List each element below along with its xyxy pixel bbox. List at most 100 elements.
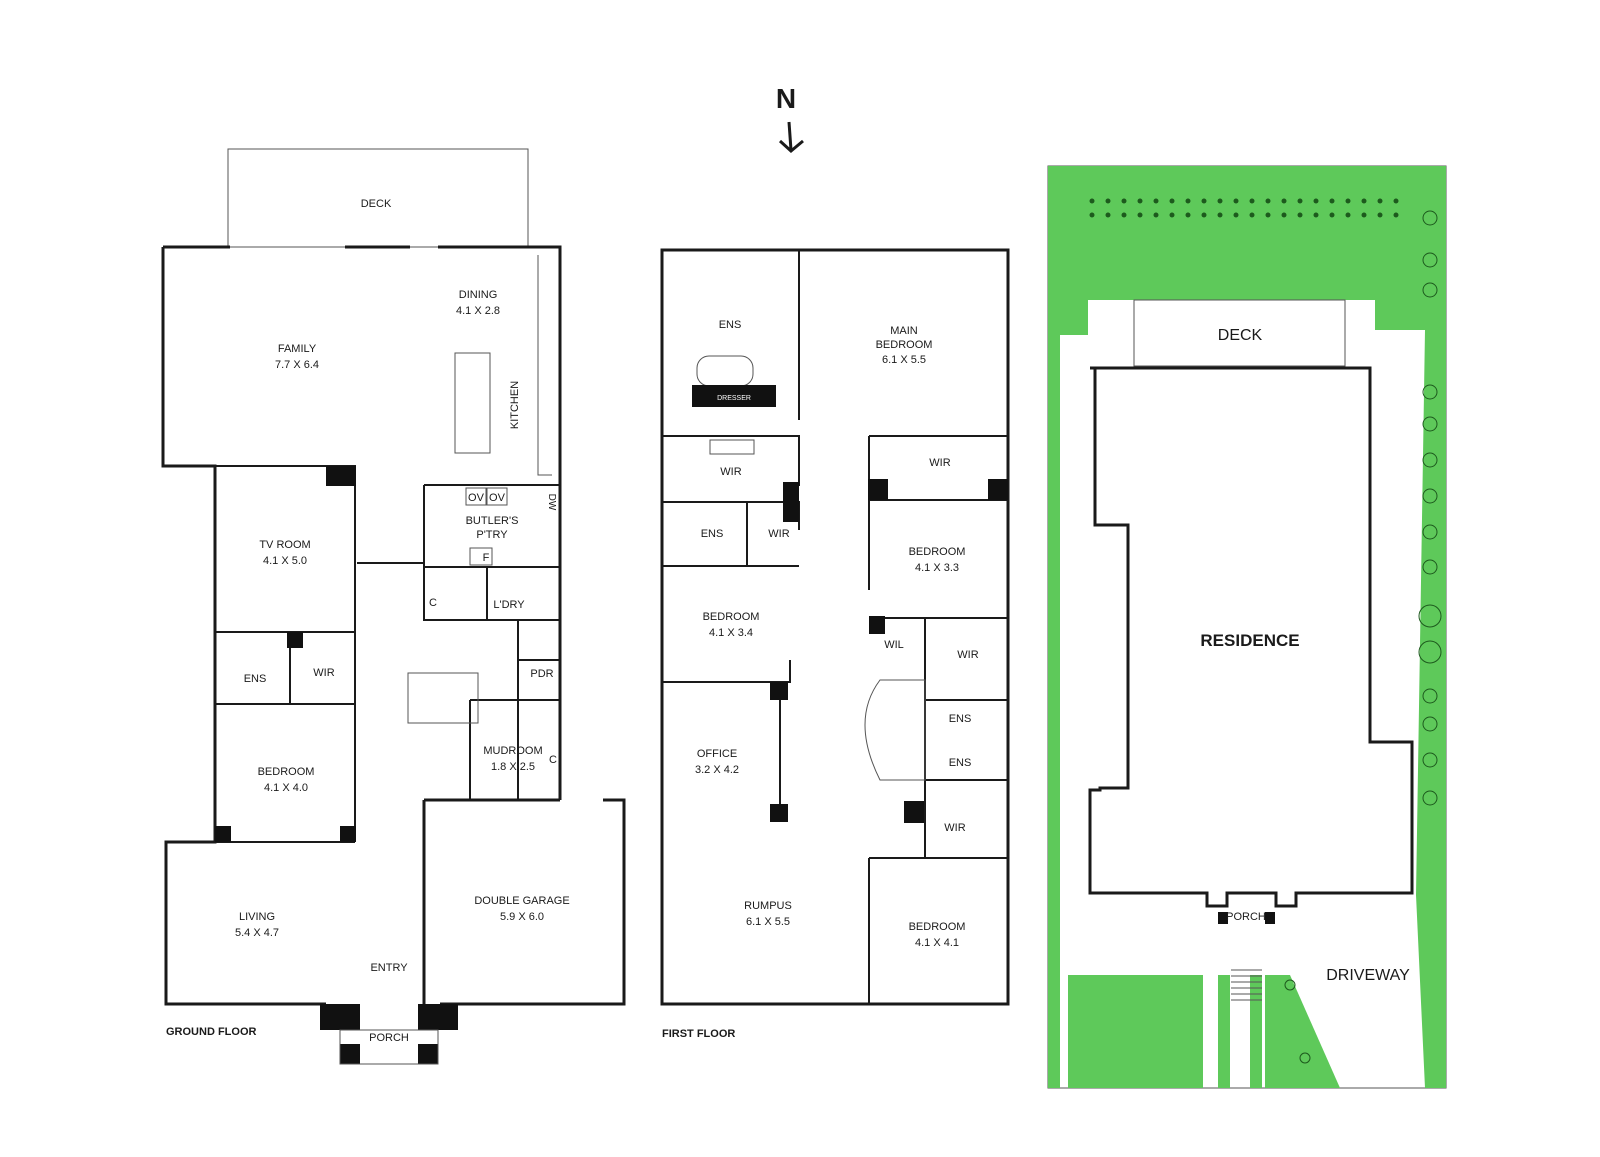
label-bedroom-2: BEDROOM [703,611,760,623]
pillar [287,632,303,648]
path-hedge-right [1250,975,1262,1088]
site-plan: DECK RESIDENCE PORCH DRIVEWAY [1047,165,1447,1089]
size-office: 3.2 X 4.2 [695,764,739,776]
label-wir-2: WIR [929,457,950,469]
size-bedroom-2: 4.1 X 3.4 [709,627,753,639]
pillar [418,1044,438,1064]
label-family: FAMILY [278,343,317,355]
pillar [1218,912,1228,924]
size-mudroom: 1.8 X 2.5 [491,761,535,773]
label-mudroom: MUDROOM [483,745,542,757]
label-cupboard-1: C [429,597,437,609]
pillar [988,479,1008,500]
first-outer-walls [660,248,1010,1006]
front-steps [1231,969,1262,1001]
pillar [770,682,788,700]
kitchen-bench [537,255,552,476]
tree-icon [1422,452,1438,468]
site-label-residence: RESIDENCE [1200,631,1299,650]
size-garage: 5.9 X 6.0 [500,911,544,923]
label-fridge: F [483,552,490,564]
size-main-bedroom: 6.1 X 5.5 [882,354,926,366]
north-arrow-icon [778,121,804,153]
tree-icon [1422,282,1438,298]
tree-icon [1299,1052,1311,1064]
shrub-row [1089,198,1399,218]
tree-icon [1422,559,1438,575]
site-label-deck: DECK [1218,327,1263,344]
tree-icon [1422,688,1438,704]
label-porch: PORCH [369,1032,409,1044]
label-laundry: L'DRY [493,599,525,611]
site-label-porch: PORCH [1226,911,1266,923]
label-butlers: BUTLER'S [466,515,519,527]
bench [709,439,755,455]
tree-icon [1422,488,1438,504]
label-entry: ENTRY [370,962,408,974]
pillar [340,826,356,842]
size-bedroom: 4.1 X 4.0 [264,782,308,794]
pillar [320,1004,360,1030]
tree-icon [1284,979,1296,991]
front-lawn-left [1068,975,1203,1088]
pillar [340,1044,360,1064]
garden-perimeter [1048,166,1446,1088]
first-floor-plan: ENS DRESSER MAIN BEDROOM 6.1 X 5.5 WIR W… [660,248,1010,1040]
tree-icon [1418,640,1442,664]
label-ens-1: ENS [719,319,742,331]
label-living: LIVING [239,911,275,923]
label-deck: DECK [361,198,392,210]
dresser-box [692,385,776,407]
label-ens-4: ENS [949,757,972,769]
size-rumpus: 6.1 X 5.5 [746,916,790,928]
tree-icon [1422,416,1438,432]
size-bedroom-1: 4.1 X 3.3 [915,562,959,574]
label-wil: WIL [884,639,904,651]
site-label-driveway: DRIVEWAY [1326,967,1410,984]
label-cupboard-2: C [549,754,557,766]
label-dining: DINING [459,289,498,301]
pillar [783,482,799,522]
ground-stairs [407,672,479,724]
size-bedroom-3: 4.1 X 4.1 [915,937,959,949]
label-wir-1: WIR [720,466,741,478]
size-living: 5.4 X 4.7 [235,927,279,939]
ground-floor-plan: DECK DINING 4.1 X 2.8 FAMILY 7.7 X 6.4 K… [161,148,626,1065]
fridge-box [469,547,493,566]
size-dining: 4.1 X 2.8 [456,305,500,317]
north-letter: N [776,83,796,114]
label-wir-3: WIR [768,528,789,540]
site-deck [1133,299,1346,367]
tree-icon [1418,604,1442,628]
label-bedroom-1: BEDROOM [909,546,966,558]
front-lawn-right [1265,975,1340,1088]
pillar [868,479,888,500]
north-compass: N [776,83,804,153]
pillar [770,804,788,822]
pillar [418,1004,458,1030]
pillar [326,466,356,486]
size-tv-room: 4.1 X 5.0 [263,555,307,567]
pillar [904,801,924,823]
label-office: OFFICE [697,748,737,760]
label-rumpus: RUMPUS [744,900,792,912]
label-ens-3: ENS [949,713,972,725]
residence-outline [1088,366,1414,908]
oven-2 [486,487,508,506]
label-wir-5: WIR [944,822,965,834]
label-main-bedroom: MAIN [890,325,918,337]
tree-icon [1422,384,1438,400]
bathtub [696,355,754,387]
tree-icon [1422,210,1438,226]
pillar [215,826,231,842]
side-hedge [1050,370,1060,1088]
pillar [869,616,885,634]
label-main-bedroom-2: BEDROOM [876,339,933,351]
tree-icon [1422,524,1438,540]
caption-ground-floor: GROUND FLOOR [166,1026,256,1038]
label-oven-2: OV [489,492,506,504]
tree-icon [1422,716,1438,732]
label-kitchen: KITCHEN [509,381,521,429]
label-wir: WIR [313,667,334,679]
label-butlers-2: P'TRY [476,529,508,541]
